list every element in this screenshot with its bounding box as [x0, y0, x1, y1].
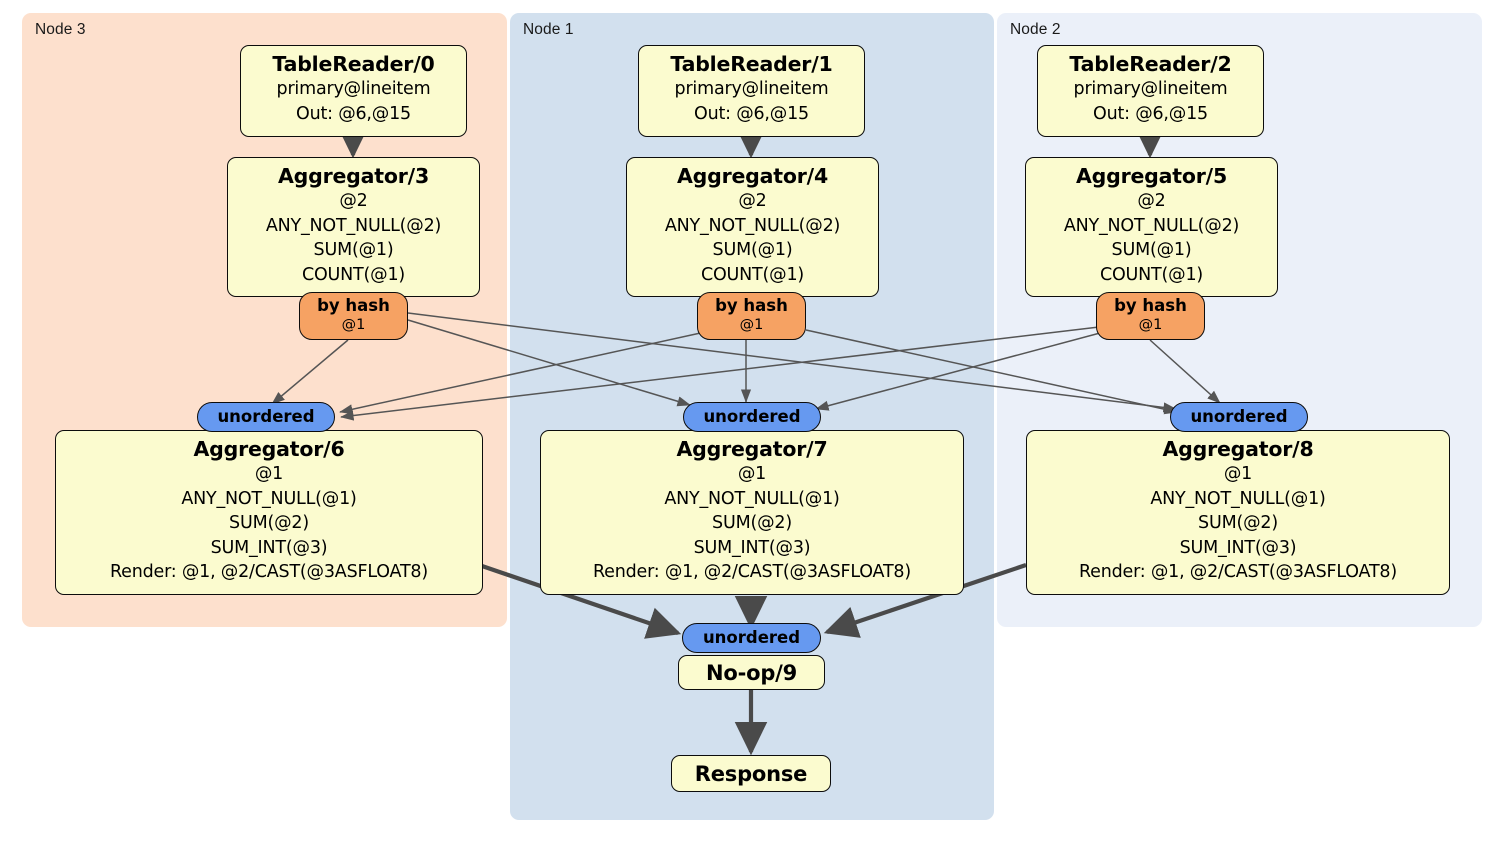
router-column-label: @1: [739, 317, 764, 333]
region-node-2-label: Node 2: [1010, 21, 1061, 38]
processor-line: ANY_NOT_NULL(@1): [664, 488, 840, 509]
processor-line: SUM_INT(@3): [210, 537, 328, 558]
processor-response[interactable]: Response: [671, 755, 831, 792]
router-type-label: by hash: [715, 296, 788, 315]
processor-line: SUM(@1): [712, 240, 793, 260]
region-node-1-label: Node 1: [523, 21, 574, 38]
processor-title: TableReader/1: [670, 52, 833, 76]
processor-line: ANY_NOT_NULL(@2): [664, 215, 841, 236]
processor-tablereader-0[interactable]: TableReader/0 primary@lineitem Out: @6,@…: [240, 45, 467, 137]
processor-aggregator-7[interactable]: Aggregator/7 @1 ANY_NOT_NULL(@1) SUM(@2)…: [540, 430, 964, 595]
router-unordered-9[interactable]: unordered: [682, 623, 821, 653]
router-by-hash-5[interactable]: by hash @1: [1096, 292, 1205, 340]
processor-line: SUM_INT(@3): [693, 537, 811, 558]
processor-line: ANY_NOT_NULL(@1): [181, 488, 357, 509]
processor-aggregator-5[interactable]: Aggregator/5 @2 ANY_NOT_NULL(@2) SUM(@1)…: [1025, 157, 1278, 297]
router-column-label: @1: [341, 317, 366, 333]
processor-title: No-op/9: [705, 661, 798, 685]
processor-line: SUM(@2): [1198, 513, 1278, 533]
processor-line: @2: [339, 191, 368, 211]
processor-line: @1: [1223, 464, 1253, 484]
processor-aggregator-4[interactable]: Aggregator/4 @2 ANY_NOT_NULL(@2) SUM(@1)…: [626, 157, 879, 297]
processor-title: Aggregator/3: [277, 164, 430, 188]
processor-title: Aggregator/6: [193, 437, 345, 461]
router-type-label: unordered: [217, 407, 315, 426]
processor-line: primary@lineitem: [1073, 79, 1228, 99]
processor-line: primary@lineitem: [276, 79, 431, 99]
region-node-3-label: Node 3: [35, 21, 86, 38]
router-type-label: unordered: [1190, 407, 1288, 426]
router-by-hash-3[interactable]: by hash @1: [299, 292, 408, 340]
processor-tablereader-2[interactable]: TableReader/2 primary@lineitem Out: @6,@…: [1037, 45, 1264, 137]
processor-render-line: Render: @1, @2/CAST(@3ASFLOAT8): [593, 562, 911, 582]
processor-aggregator-8[interactable]: Aggregator/8 @1 ANY_NOT_NULL(@1) SUM(@2)…: [1026, 430, 1450, 595]
processor-line: SUM(@1): [1111, 240, 1192, 260]
processor-line: @1: [254, 464, 284, 484]
processor-line: COUNT(@1): [1099, 264, 1204, 285]
processor-title: Aggregator/7: [676, 437, 828, 461]
router-type-label: by hash: [1114, 296, 1187, 315]
router-column-label: @1: [1138, 317, 1163, 333]
processor-render-line: Render: @1, @2/CAST(@3ASFLOAT8): [110, 562, 428, 582]
processor-noop-9[interactable]: No-op/9: [678, 655, 825, 690]
processor-line: @2: [1137, 191, 1166, 211]
processor-title: Aggregator/8: [1162, 437, 1314, 461]
router-type-label: unordered: [703, 407, 801, 426]
processor-line: SUM(@2): [229, 513, 309, 533]
processor-line: SUM_INT(@3): [1179, 537, 1297, 558]
processor-title: TableReader/2: [1069, 52, 1232, 76]
processor-line: ANY_NOT_NULL(@1): [1150, 488, 1326, 509]
processor-line: SUM(@1): [313, 240, 394, 260]
processor-line: Out: @6,@15: [296, 103, 411, 124]
processor-title: TableReader/0: [272, 52, 435, 76]
processor-line: @1: [737, 464, 767, 484]
router-unordered-7[interactable]: unordered: [683, 402, 821, 432]
processor-title: Response: [694, 762, 808, 786]
processor-aggregator-3[interactable]: Aggregator/3 @2 ANY_NOT_NULL(@2) SUM(@1)…: [227, 157, 480, 297]
processor-line: primary@lineitem: [674, 79, 829, 99]
processor-title: Aggregator/4: [676, 164, 829, 188]
processor-title: Aggregator/5: [1075, 164, 1228, 188]
processor-render-line: Render: @1, @2/CAST(@3ASFLOAT8): [1079, 562, 1397, 582]
processor-line: COUNT(@1): [301, 264, 406, 285]
router-type-label: by hash: [317, 296, 390, 315]
processor-aggregator-6[interactable]: Aggregator/6 @1 ANY_NOT_NULL(@1) SUM(@2)…: [55, 430, 483, 595]
processor-line: SUM(@2): [712, 513, 792, 533]
processor-tablereader-1[interactable]: TableReader/1 primary@lineitem Out: @6,@…: [638, 45, 865, 137]
processor-line: COUNT(@1): [700, 264, 805, 285]
router-unordered-8[interactable]: unordered: [1170, 402, 1308, 432]
router-type-label: unordered: [702, 628, 801, 647]
processor-line: @2: [738, 191, 767, 211]
router-by-hash-4[interactable]: by hash @1: [697, 292, 806, 340]
processor-line: ANY_NOT_NULL(@2): [1063, 215, 1240, 236]
processor-line: ANY_NOT_NULL(@2): [265, 215, 442, 236]
router-unordered-6[interactable]: unordered: [197, 402, 335, 432]
processor-line: Out: @6,@15: [1093, 103, 1208, 124]
processor-line: Out: @6,@15: [694, 103, 809, 124]
